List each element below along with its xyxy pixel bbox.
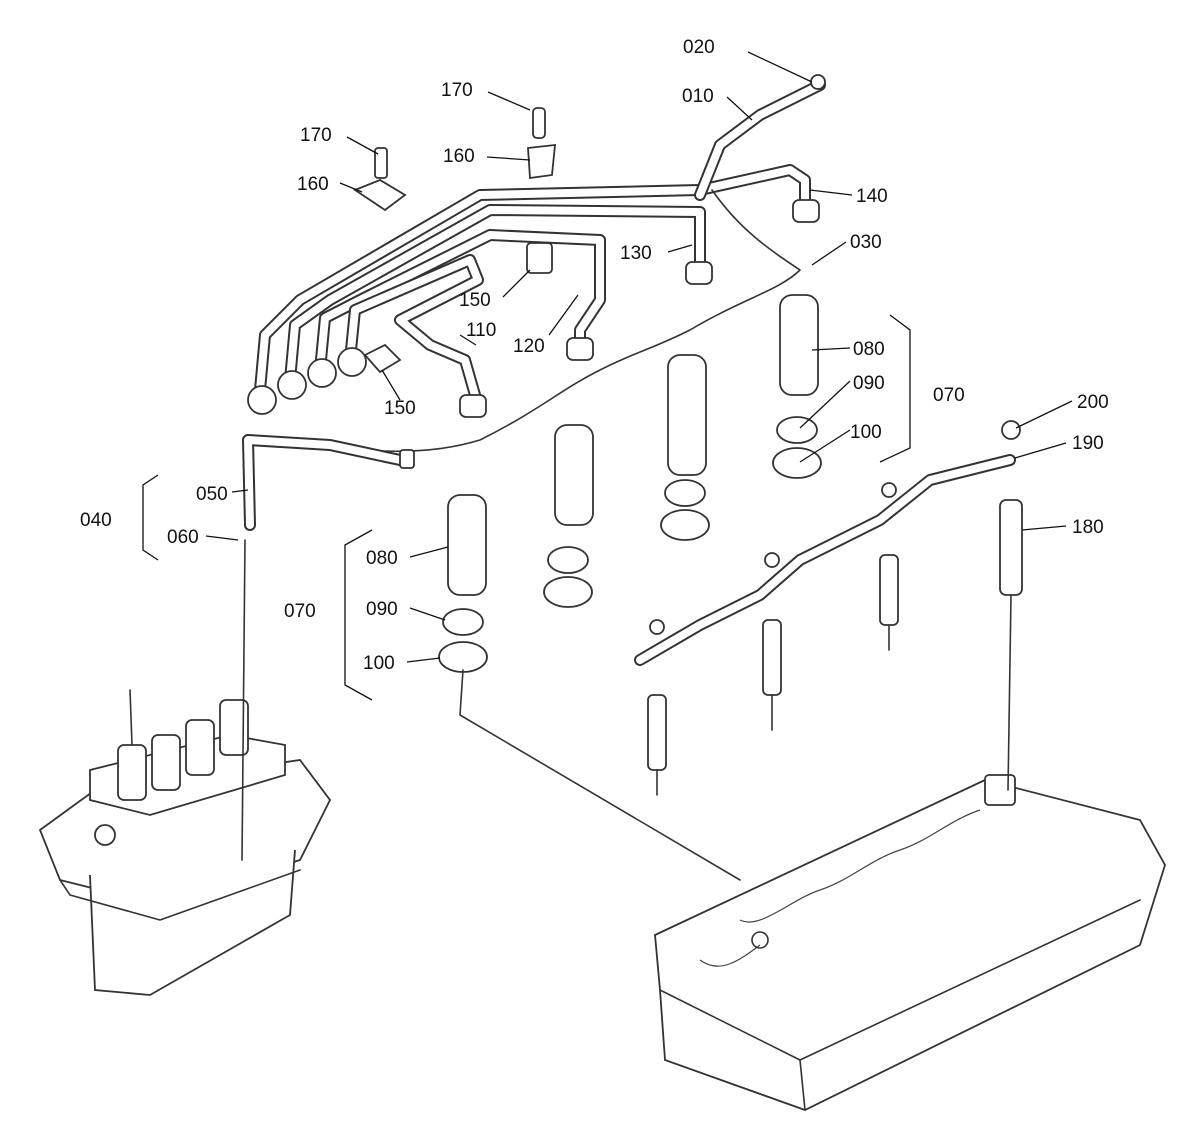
callout-160-top: 160 (443, 146, 475, 167)
callout-090-left: 090 (366, 599, 398, 620)
callout-080-left: 080 (366, 548, 398, 569)
glow-plug-assembly (634, 420, 1023, 796)
callout-160-left: 160 (297, 174, 329, 195)
callout-140: 140 (856, 186, 888, 207)
callout-130: 130 (620, 243, 652, 264)
callout-110: 110 (466, 320, 496, 341)
pipe-clamps (353, 107, 557, 374)
callout-030: 030 (850, 232, 882, 253)
callout-070-right: 070 (933, 385, 965, 406)
callout-120: 120 (513, 336, 545, 357)
callout-170-top: 170 (441, 80, 473, 101)
callout-020: 020 (683, 37, 715, 58)
callout-150-top: 150 (459, 290, 491, 311)
injection-pump (38, 689, 332, 996)
injection-pipes (247, 164, 820, 418)
callout-180: 180 (1072, 517, 1104, 538)
callout-200: 200 (1077, 392, 1109, 413)
callout-150-bottom: 150 (384, 398, 416, 419)
bracket-070-right (879, 314, 911, 463)
callout-090-right: 090 (853, 373, 885, 394)
callout-060: 060 (167, 527, 199, 548)
bracket-040 (142, 474, 159, 561)
callout-040: 040 (80, 510, 112, 531)
callout-100-left: 100 (363, 653, 395, 674)
callout-170-left: 170 (300, 125, 332, 146)
callout-100-right: 100 (850, 422, 882, 443)
cylinder-head (654, 774, 1166, 1111)
callout-070-left: 070 (284, 601, 316, 622)
injector-holders (438, 294, 822, 881)
leader-lines (205, 51, 1073, 663)
callout-050: 050 (196, 484, 228, 505)
callout-labels: 020 010 170 170 160 160 140 030 130 150 … (80, 37, 1109, 674)
leak-off-pipe (241, 74, 826, 861)
bracket-070-left (344, 529, 373, 701)
callout-190: 190 (1072, 433, 1104, 454)
callout-010: 010 (682, 86, 714, 107)
callout-080-right: 080 (853, 339, 885, 360)
